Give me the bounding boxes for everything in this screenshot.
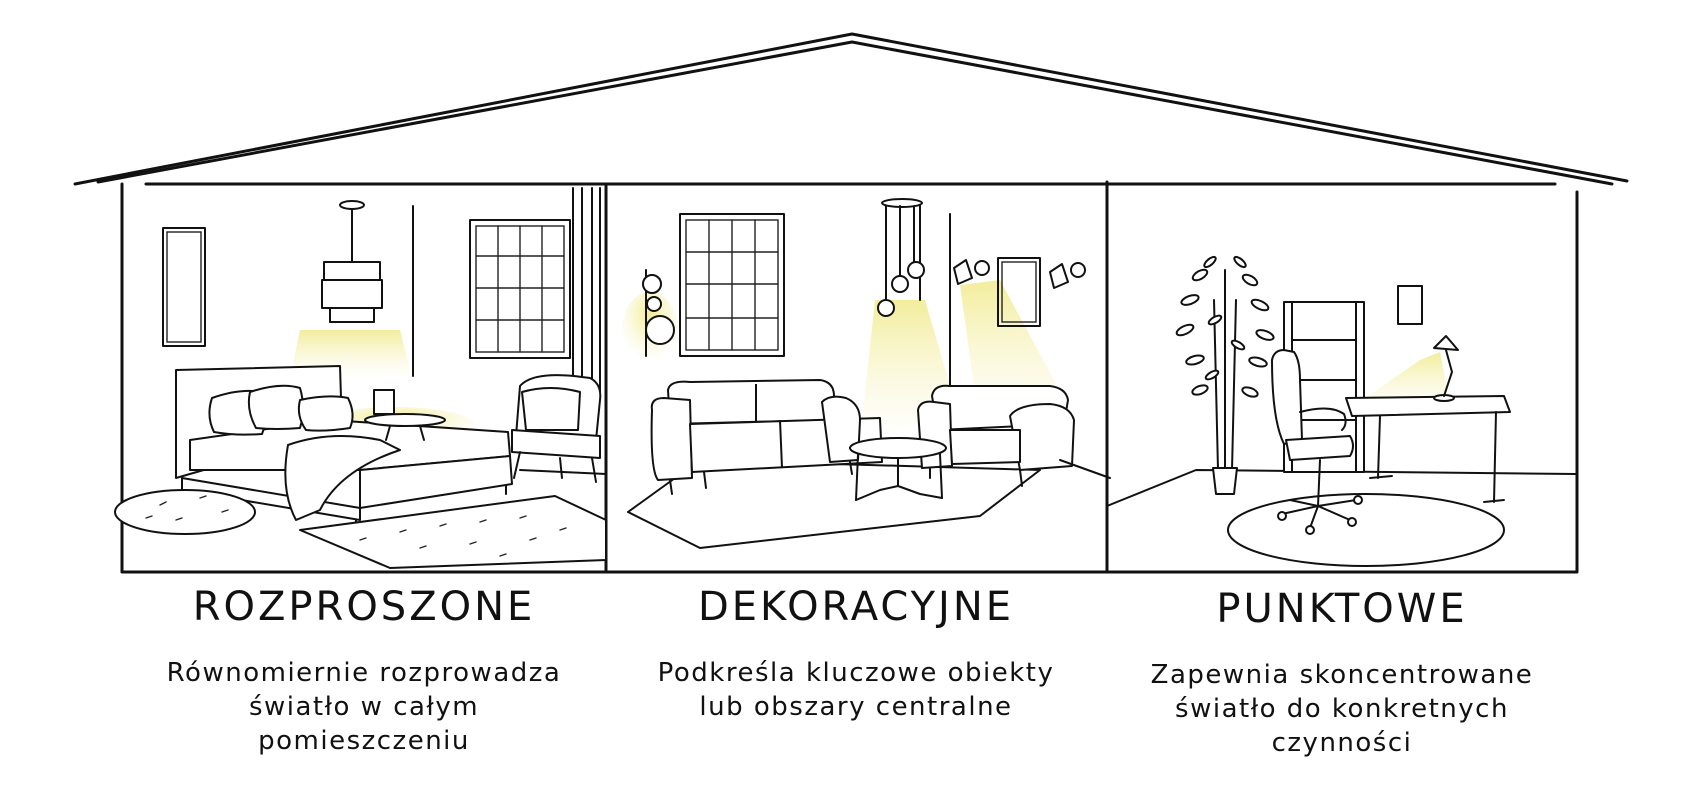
section-dekoracyjne: DEKORACYJNE Podkreśla kluczowe obiekty l… — [606, 584, 1106, 724]
section-rozproszone: ROZPROSZONE Równomiernie rozprowadza świ… — [122, 584, 606, 758]
window — [679, 213, 785, 357]
oval-rug — [1227, 493, 1505, 567]
description-line: Równomiernie rozprowadza — [166, 658, 562, 688]
mirror — [162, 227, 206, 347]
room-living — [622, 198, 1111, 549]
coffee-table — [849, 437, 947, 501]
description-line: pomieszczeniu — [258, 726, 470, 756]
description-line: czynności — [1271, 728, 1413, 758]
pendant-lamp-icon — [290, 200, 412, 378]
bed-icon — [175, 365, 513, 529]
desk-lamp-icon — [1433, 335, 1459, 402]
description-line: Zapewnia skoncentrowane — [1150, 660, 1534, 690]
description-line: lub obszary centralne — [699, 692, 1013, 722]
armchair — [917, 384, 1075, 487]
round-rug — [114, 489, 256, 535]
room-bedroom — [114, 187, 607, 569]
house-roof — [73, 32, 1629, 186]
wall-picture — [1397, 285, 1423, 325]
wall-sconce-icon — [622, 269, 678, 368]
armchair — [511, 374, 602, 483]
section-description: Zapewnia skoncentrowane światło do konkr… — [1107, 658, 1577, 760]
desk — [1345, 395, 1511, 503]
room-office — [1106, 255, 1577, 567]
area-rug — [299, 495, 607, 569]
window — [469, 219, 571, 359]
section-title: DEKORACYJNE — [697, 584, 1015, 630]
plant-icon — [1175, 255, 1275, 495]
section-description: Podkreśla kluczowe obiekty lub obszary c… — [606, 656, 1106, 724]
office-chair-icon — [1271, 349, 1363, 535]
sofa-icon — [650, 379, 883, 495]
section-title: PUNKTOWE — [1216, 586, 1468, 632]
description-line: światło w całym — [248, 692, 480, 722]
description-line: Podkreśla kluczowe obiekty — [657, 658, 1055, 688]
wall-picture — [997, 257, 1041, 327]
description-line: światło do konkretnych — [1175, 694, 1509, 724]
section-title: ROZPROSZONE — [192, 584, 536, 630]
section-description: Równomiernie rozprowadza światło w całym… — [122, 656, 606, 758]
section-punktowe: PUNKTOWE Zapewnia skoncentrowane światło… — [1107, 586, 1577, 760]
